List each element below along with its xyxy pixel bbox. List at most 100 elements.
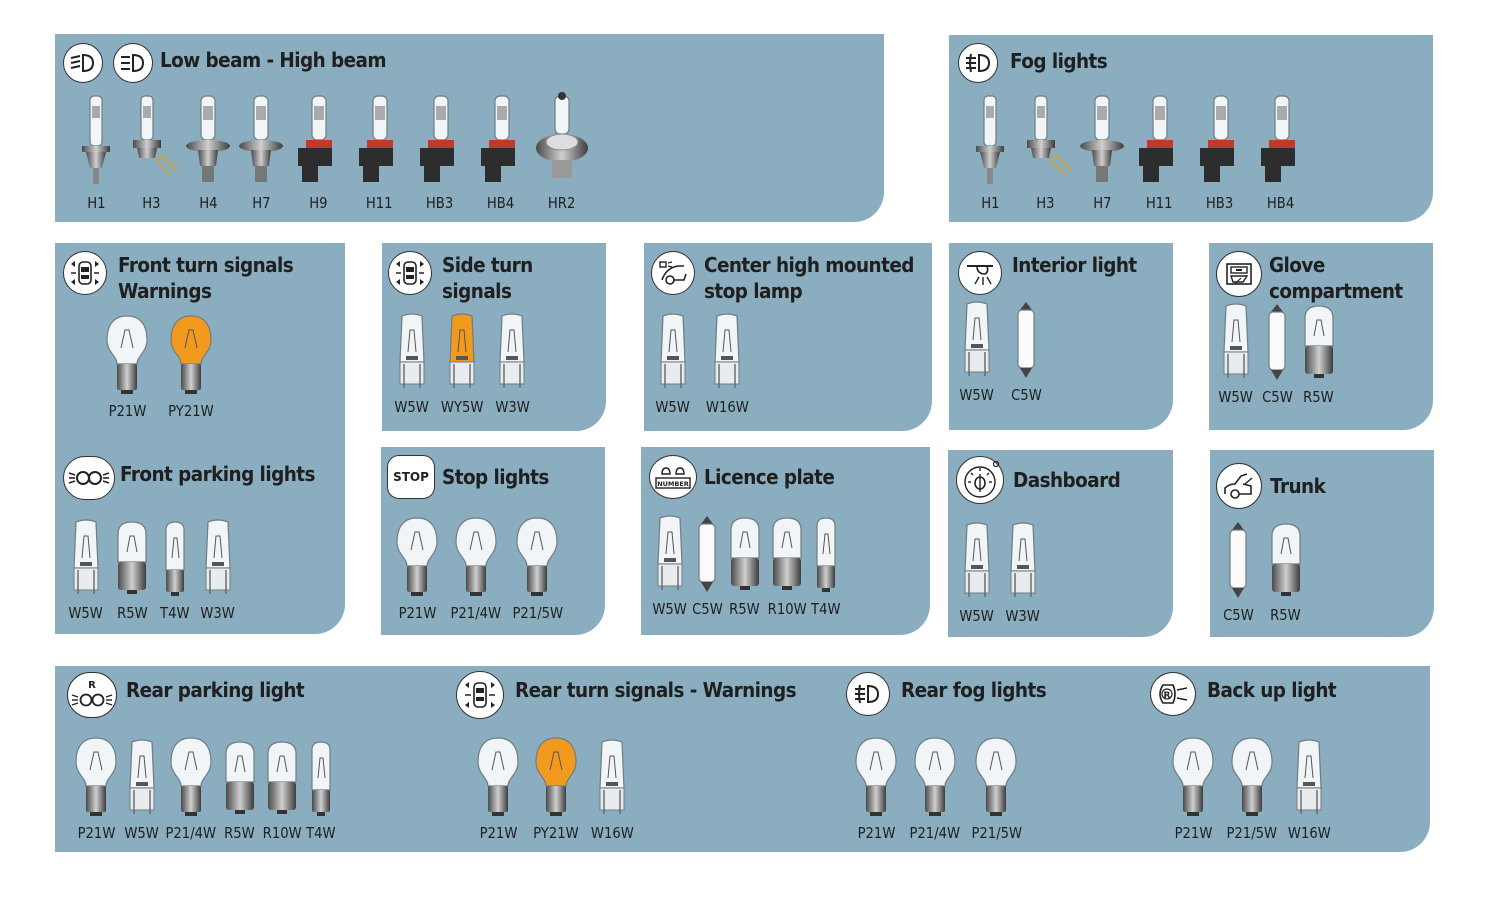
reverse-icon-text: R	[1164, 691, 1171, 701]
bulb-image	[1216, 302, 1256, 382]
bulb-label: R5W	[116, 604, 148, 622]
bulb-item: P21W	[101, 312, 153, 420]
bulb-item: C5W	[1009, 300, 1044, 404]
bulb-label: P21/5W	[512, 604, 563, 622]
bulb-image	[198, 518, 238, 598]
bulb-image	[471, 92, 531, 188]
bulb-item: W3W	[492, 312, 532, 416]
bulb-item: H4	[182, 92, 234, 212]
bulb-row-rear-turn: P21W PY21W W16W	[472, 734, 637, 842]
bulb-label: W5W	[124, 824, 160, 842]
bulb-label: H3	[1035, 194, 1055, 212]
bulb-image	[957, 300, 997, 380]
bulb-item: H1	[72, 92, 120, 212]
bulb-item: W5W	[650, 514, 690, 618]
bulb-image	[909, 734, 961, 818]
bulb-image	[532, 92, 592, 188]
bulb-row-front-turn: P21W PY21W	[101, 312, 217, 420]
bulb-image	[1266, 520, 1306, 600]
bulb-row-rear-fog: P21W P21/4W P21/5W	[850, 734, 1025, 842]
bulb-image	[392, 312, 432, 392]
rear-parking-icon: R	[67, 672, 117, 718]
bulb-item: H7	[235, 92, 287, 212]
bulb-item: P21/4W	[447, 514, 505, 622]
bulb-item: HB4	[471, 92, 531, 212]
fog-light-icon	[958, 43, 998, 83]
stop-icon-text: STOP	[393, 470, 429, 484]
bulb-image	[1251, 92, 1311, 188]
panel-title: Fog lights	[1010, 49, 1108, 73]
bulb-item: W5W	[957, 521, 997, 625]
bulb-label: P21W	[479, 824, 517, 842]
bulb-item: W16W	[703, 312, 752, 416]
bulb-label: H3	[141, 194, 161, 212]
bulb-image	[72, 92, 120, 188]
bulb-image	[1222, 520, 1254, 600]
bulb-item: PY21W	[165, 312, 217, 420]
bulb-item: PY21W	[530, 734, 582, 842]
low-beam-icon	[63, 43, 103, 83]
panel-title: Dashboard	[1013, 468, 1121, 492]
bulb-image	[809, 514, 843, 594]
bulb-item: HB4	[1251, 92, 1311, 212]
bulb-item: H9	[288, 92, 348, 212]
bulb-image	[349, 92, 409, 188]
panel-title: Front turn signals Warnings	[118, 253, 294, 303]
licence-plate-icon: NUMBER	[649, 455, 697, 499]
bulb-row-interior: W5W C5W	[957, 300, 1044, 404]
bulb-label: W16W	[590, 824, 634, 842]
parking-light-icon	[63, 456, 115, 500]
bulb-item: P21/4W	[906, 734, 964, 842]
bulb-row-stop: P21W P21/4W P21/5W	[391, 514, 566, 622]
bulb-label: W16W	[705, 398, 749, 416]
bulb-image	[1015, 92, 1075, 188]
panel-fog-lights	[949, 35, 1433, 222]
bulb-item: W5W	[1216, 302, 1256, 406]
bulb-item: H3	[1015, 92, 1075, 212]
bulb-label: R10W	[767, 600, 807, 618]
bulb-image	[1299, 302, 1339, 382]
bulb-label: P21/4W	[909, 824, 961, 842]
bulb-item: P21/5W	[1223, 734, 1281, 842]
bulb-item: R10W	[260, 738, 304, 842]
bulb-image	[650, 514, 690, 594]
bulb-label: H11	[1145, 194, 1173, 212]
panel-title: Stop lights	[442, 465, 549, 489]
bulb-label: HB4	[487, 194, 515, 212]
bulb-image	[1190, 92, 1250, 188]
bulb-image	[121, 92, 181, 188]
trunk-icon	[1216, 463, 1262, 509]
bulb-image	[70, 734, 122, 818]
bulb-image	[182, 92, 234, 188]
bulb-label: W5W	[655, 398, 691, 416]
bulb-label: R5W	[224, 824, 255, 842]
bulb-image	[691, 514, 723, 594]
bulb-label: W5W	[959, 607, 995, 625]
bulb-image	[410, 92, 470, 188]
bulb-item: R10W	[765, 514, 809, 618]
bulb-item: C5W	[1260, 302, 1295, 406]
bulb-image	[66, 518, 106, 598]
bulb-item: P21W	[850, 734, 902, 842]
bulb-label: H11	[365, 194, 393, 212]
bulb-item: W16W	[1285, 738, 1334, 842]
bulb-label: HB3	[426, 194, 454, 212]
bulb-image	[1226, 734, 1278, 818]
bulb-row-backup: P21W P21/5W W16W	[1167, 734, 1333, 842]
bulb-image	[165, 734, 217, 818]
glove-compartment-icon	[1216, 251, 1262, 297]
high-mounted-stop-icon	[651, 251, 695, 295]
bulb-item: H1	[966, 92, 1014, 212]
bulb-item: P21W	[472, 734, 524, 842]
bulb-label: HR2	[548, 194, 576, 212]
bulb-item: W5W	[957, 300, 997, 404]
bulb-item: T4W	[304, 738, 338, 842]
bulb-image	[450, 514, 502, 598]
licence-icon-text: NUMBER	[657, 480, 689, 488]
bulb-label: W5W	[959, 386, 995, 404]
bulb-row-chmsl: W5W W16W	[653, 312, 752, 416]
bulb-label: P21W	[77, 824, 115, 842]
